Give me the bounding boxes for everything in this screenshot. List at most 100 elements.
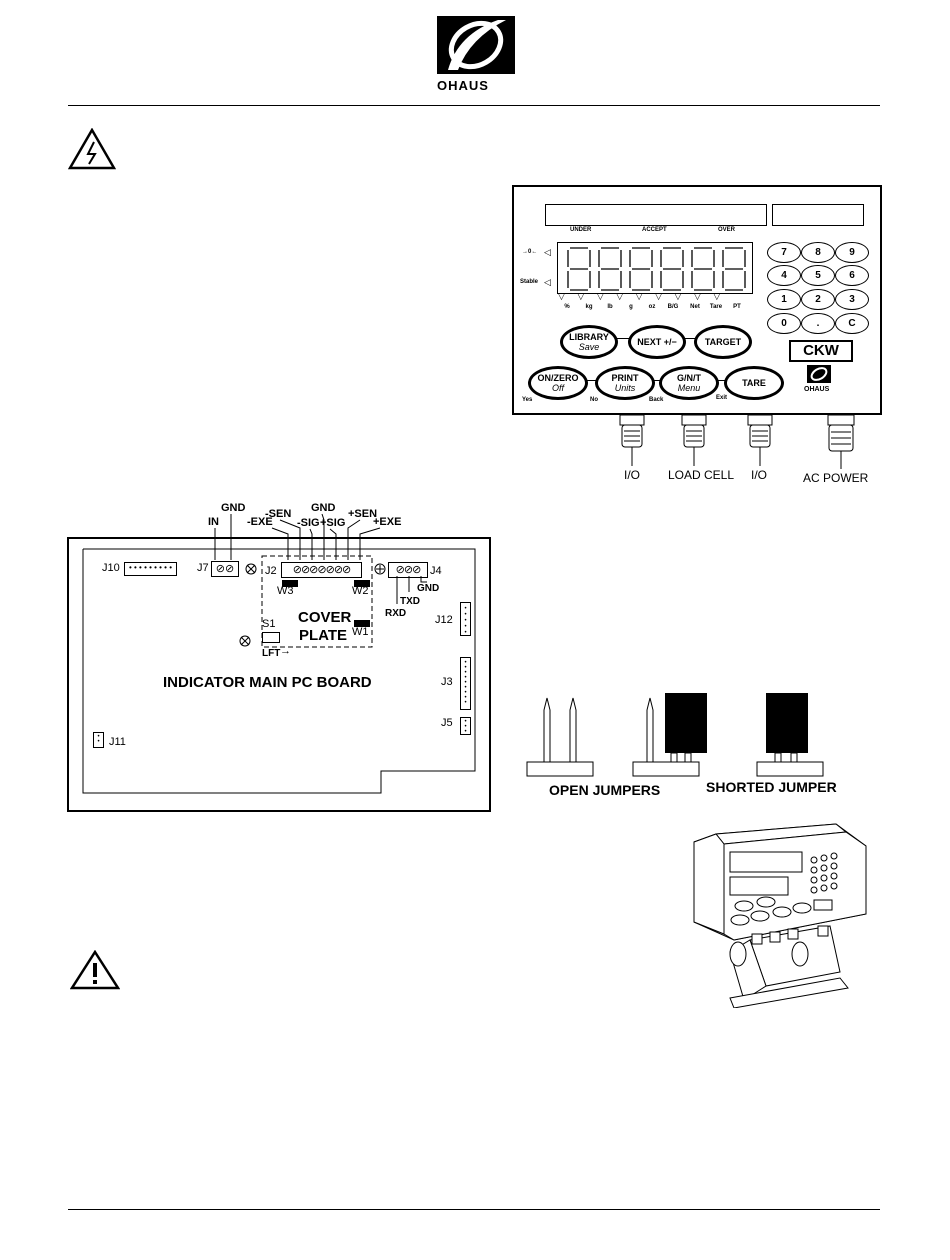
keypad-4[interactable]: 4	[767, 265, 801, 286]
pin-in-label: IN	[208, 516, 219, 528]
cover-plate-line2: PLATE	[299, 627, 348, 644]
j12-label: J12	[435, 614, 453, 626]
brand-name: OHAUS	[437, 78, 489, 93]
indicator-front-panel: UNDER ACCEPT OVER →0← ◁ Stable ◁	[512, 185, 882, 415]
tare-label: TARE	[742, 378, 766, 388]
on-zero-button[interactable]: ON/ZERO Off	[528, 366, 588, 400]
keypad-7[interactable]: 7	[767, 242, 801, 263]
j2-label: J2	[265, 565, 277, 577]
io-right-label: I/O	[751, 468, 768, 482]
shorted-jumper-label: SHORTED JUMPER	[706, 779, 837, 795]
caution-warning-icon	[69, 949, 121, 990]
keypad-3[interactable]: 3	[835, 289, 869, 310]
w2-jumper	[354, 580, 370, 587]
zero-arrow-icon: ◁	[544, 247, 551, 257]
load-cell-label: LOAD CELL	[668, 468, 735, 482]
ohaus-small-brand: OHAUS	[804, 386, 830, 393]
j3-label: J3	[441, 676, 453, 688]
on-zero-label: ON/ZERO	[537, 373, 579, 383]
gnt-label: G/N/T	[677, 373, 701, 383]
pin-sen-minus-label: -SEN	[265, 508, 292, 520]
target-label: TARGET	[704, 337, 742, 347]
jumper-illustration	[525, 690, 825, 778]
gnt-button[interactable]: G/N/T Menu	[659, 366, 719, 400]
under-label: UNDER	[570, 227, 592, 233]
w3-jumper	[282, 580, 298, 587]
unit-lb: lb	[607, 304, 613, 310]
ohaus-logo	[436, 14, 518, 96]
j4-terminal: ⊘⊘⊘	[388, 562, 428, 578]
save-label: Save	[578, 342, 600, 352]
bar-graph-display	[545, 204, 767, 226]
footer-rule	[68, 1209, 880, 1210]
pin-sig-minus-label: -SIG	[297, 517, 320, 529]
unit-kg: kg	[585, 304, 593, 310]
next-button[interactable]: NEXT +/−	[628, 325, 686, 359]
j4-gnd-label: GND	[417, 583, 440, 594]
j3-connector: •••••••••	[460, 657, 471, 710]
j10-connector: • • • • • • • • •	[124, 562, 177, 576]
keypad-decimal[interactable]: .	[801, 313, 835, 334]
w2-label: W2	[352, 585, 369, 597]
keypad-2[interactable]: 2	[801, 289, 835, 310]
keypad-6[interactable]: 6	[835, 265, 869, 286]
electric-warning-icon	[67, 127, 117, 170]
keypad-1[interactable]: 1	[767, 289, 801, 310]
pin-exe-plus-label: +EXE	[373, 516, 402, 528]
no-label: No	[590, 397, 598, 403]
cable-glands	[600, 414, 890, 474]
stable-label: Stable	[520, 279, 539, 285]
accept-label: ACCEPT	[642, 227, 667, 233]
library-save-button[interactable]: LIBRARY Save	[560, 325, 618, 359]
j11-connector: ••	[93, 732, 104, 748]
weight-display	[557, 242, 753, 294]
cover-plate-line1: COVER	[298, 609, 352, 626]
s1-label: S1	[262, 618, 276, 630]
pin-sen-plus-label: +SEN	[348, 508, 378, 520]
pin-exe-minus-label: -EXE	[247, 516, 273, 528]
print-button[interactable]: PRINT Units	[595, 366, 655, 400]
ckw-logo: CKW	[789, 340, 853, 362]
open-jumpers-label: OPEN JUMPERS	[549, 782, 661, 798]
pin-leader-lines	[200, 500, 420, 570]
w1-label: W1	[352, 626, 369, 638]
next-label: NEXT +/−	[637, 337, 677, 347]
j5-connector: •••	[460, 717, 471, 735]
unit-oz: oz	[648, 304, 656, 310]
unit-net: Net	[690, 304, 700, 310]
yes-label: Yes	[522, 397, 533, 403]
over-label: OVER	[718, 227, 736, 233]
unit-tare: Tare	[709, 304, 723, 310]
units-label: Units	[614, 383, 636, 393]
pin-gnd-j7-label: GND	[221, 502, 246, 514]
j12-connector: •••••	[460, 602, 471, 636]
zero-indicator-label: →0←	[522, 249, 538, 255]
keypad-clear[interactable]: C	[835, 313, 869, 334]
keypad-8[interactable]: 8	[801, 242, 835, 263]
header-rule	[68, 105, 880, 106]
w1-jumper	[354, 620, 370, 627]
target-button[interactable]: TARGET	[694, 325, 752, 359]
keypad-0[interactable]: 0	[767, 313, 801, 334]
print-label: PRINT	[611, 373, 639, 383]
pc-board-frame: J10 • • • • • • • • • J7 ⊘⊘ J2 ⊘⊘⊘⊘⊘⊘⊘ W…	[67, 537, 491, 812]
unit-triangles: ▽▽▽▽▽▽▽▽▽	[558, 291, 733, 301]
j10-label: J10	[102, 562, 120, 574]
keypad-9[interactable]: 9	[835, 242, 869, 263]
j7-label: J7	[197, 562, 209, 574]
aux-display	[772, 204, 864, 226]
unit-percent: %	[564, 304, 570, 310]
ac-power-label: AC POWER	[803, 471, 869, 485]
s1-switch	[262, 632, 280, 643]
ohaus-small-logo-icon	[807, 365, 831, 383]
j4-leader-lines	[391, 576, 431, 608]
pin-sig-plus-label: +SIG	[320, 517, 346, 529]
io-left-label: I/O	[624, 468, 641, 482]
keypad-5[interactable]: 5	[801, 265, 835, 286]
j11-label: J11	[109, 736, 126, 748]
library-label: LIBRARY	[569, 332, 609, 342]
unit-bg: B/G	[667, 304, 679, 310]
tare-button[interactable]: TARE	[724, 366, 784, 400]
off-label: Off	[551, 383, 564, 393]
unit-g: g	[629, 304, 633, 310]
